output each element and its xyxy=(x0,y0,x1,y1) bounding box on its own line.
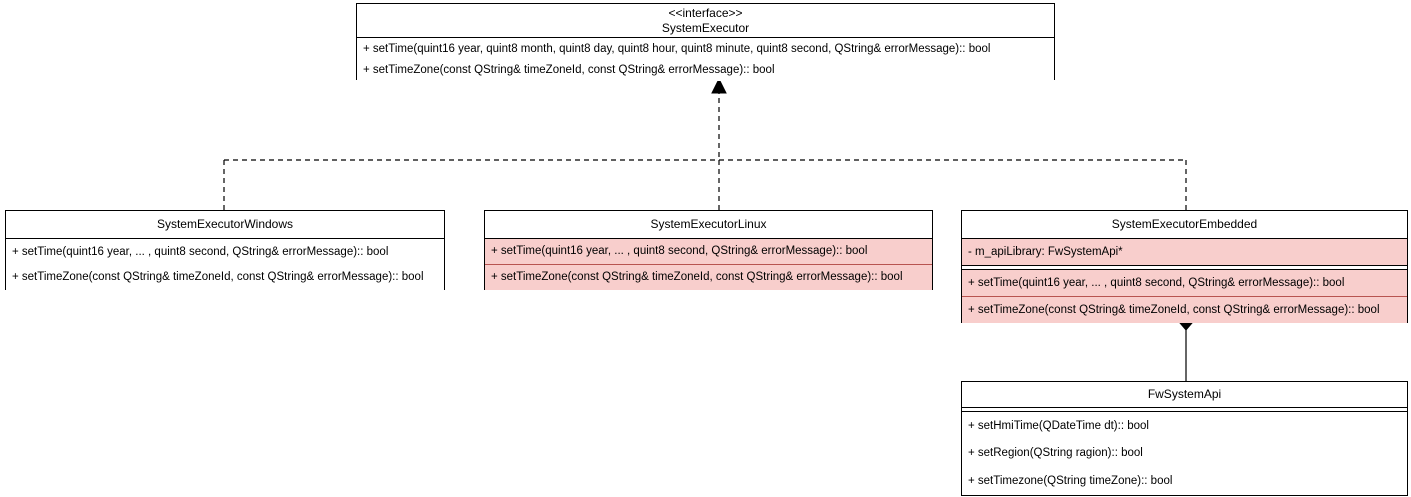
class-fw-system-api[interactable]: FwSystemApi + setHmiTime(QDateTime dt)::… xyxy=(961,381,1408,496)
realization-edges xyxy=(223,80,1187,210)
class-system-executor-embedded[interactable]: SystemExecutorEmbedded - m_apiLibrary: F… xyxy=(961,210,1408,323)
class-name-label: SystemExecutorWindows xyxy=(156,217,294,231)
operation-row[interactable]: + setTimeZone(const QString& timeZoneId,… xyxy=(485,265,932,289)
stereotype-interface: <<interface>> xyxy=(668,5,743,20)
title-separator xyxy=(485,238,932,239)
attribute-row[interactable]: - m_apiLibrary: FwSystemApi* xyxy=(962,239,1407,265)
title-separator xyxy=(962,238,1407,239)
realization-arrowhead xyxy=(711,77,727,94)
operations-compartment-system-executor-embedded: + setTime(quint16 year, ... , quint8 sec… xyxy=(962,270,1407,323)
operation-row[interactable]: + setTimeZone(const QString& timeZoneId,… xyxy=(12,271,424,283)
class-title-fw-system-api: FwSystemApi xyxy=(962,382,1407,407)
operation-row[interactable]: + setTime(quint16 year, quint8 month, qu… xyxy=(363,42,991,55)
class-title-system-executor-windows: SystemExecutorWindows xyxy=(6,211,444,238)
operation-row[interactable]: + setTimeZone(const QString& timeZoneId,… xyxy=(363,64,775,76)
operation-row[interactable]: + setHmiTime(QDateTime dt):: bool xyxy=(968,419,1149,432)
operations-compartment-fw-system-api: + setHmiTime(QDateTime dt):: bool + setR… xyxy=(962,412,1407,495)
class-system-executor[interactable]: <<interface>> SystemExecutor + setTime(q… xyxy=(356,3,1055,81)
attribute-operation-separator xyxy=(962,265,1407,270)
operations-compartment-system-executor-windows: + setTime(quint16 year, ... , quint8 sec… xyxy=(6,239,444,290)
operation-row[interactable]: + setTime(quint16 year, ... , quint8 sec… xyxy=(962,270,1407,297)
class-title-system-executor: <<interface>> SystemExecutor xyxy=(357,4,1054,37)
operation-row[interactable]: + setTimeZone(const QString& timeZoneId,… xyxy=(962,297,1407,323)
title-separator xyxy=(962,407,1407,412)
class-name-label: SystemExecutorEmbedded xyxy=(1111,217,1258,231)
attributes-compartment-system-executor-embedded: - m_apiLibrary: FwSystemApi* xyxy=(962,239,1407,265)
class-name-label: SystemExecutorLinux xyxy=(650,217,767,231)
operation-row[interactable]: + setRegion(QString ragion):: bool xyxy=(968,447,1143,459)
class-system-executor-windows[interactable]: SystemExecutorWindows + setTime(quint16 … xyxy=(5,210,445,290)
operations-compartment-system-executor: + setTime(quint16 year, quint8 month, qu… xyxy=(357,38,1054,81)
class-name-label: SystemExecutor xyxy=(661,20,750,35)
class-name-label: FwSystemApi xyxy=(1147,387,1222,401)
title-separator xyxy=(357,37,1054,38)
operation-row[interactable]: + setTimezone(QString timeZone):: bool xyxy=(968,474,1173,487)
class-title-system-executor-linux: SystemExecutorLinux xyxy=(485,211,932,238)
class-system-executor-linux[interactable]: SystemExecutorLinux + setTime(quint16 ye… xyxy=(484,210,933,290)
title-separator xyxy=(6,238,444,239)
operation-row[interactable]: + setTime(quint16 year, ... , quint8 sec… xyxy=(12,245,389,258)
class-title-system-executor-embedded: SystemExecutorEmbedded xyxy=(962,211,1407,238)
operation-row[interactable]: + setTime(quint16 year, ... , quint8 sec… xyxy=(485,239,932,265)
operations-compartment-system-executor-linux: + setTime(quint16 year, ... , quint8 sec… xyxy=(485,239,932,290)
